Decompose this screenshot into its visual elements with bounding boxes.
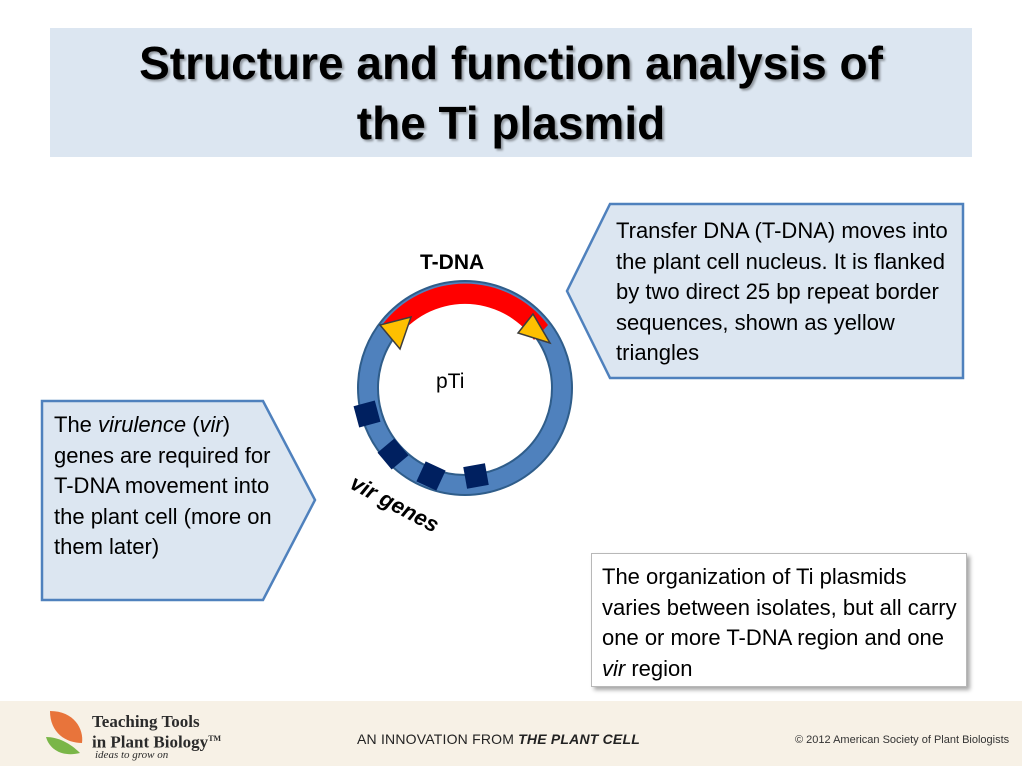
title-banner: Structure and function analysis of the T… [50, 28, 972, 157]
tdna-region [382, 283, 548, 340]
copyright-text: © 2012 American Society of Plant Biologi… [795, 734, 1010, 746]
right-border-triangle [516, 312, 552, 345]
vir-gene-block [377, 438, 409, 470]
left-callout-italic: vir [199, 412, 223, 437]
logo-trademark: TM [208, 734, 222, 743]
organization-note-box: The organization of Ti plasmids varies b… [591, 553, 967, 687]
left-border-triangle [378, 315, 413, 351]
vir-gene-block [416, 461, 446, 491]
left-callout-text-part: ( [186, 412, 200, 437]
innovation-prefix: AN INNOVATION FROM [357, 731, 519, 747]
right-callout-shape [565, 202, 965, 380]
logo-tagline: ideas to grow on [95, 749, 169, 761]
note-text-part: The organization of Ti plasmids varies b… [602, 564, 957, 650]
vir-gene-block [463, 463, 489, 489]
left-callout-text-part: The [54, 412, 99, 437]
logo-line-1: Teaching Tools [92, 712, 200, 731]
organization-note-text: The organization of Ti plasmids varies b… [602, 562, 962, 684]
logo-line-2: in Plant Biology [92, 732, 209, 752]
vir-gene-block [353, 400, 381, 428]
slide-title: Structure and function analysis of the T… [139, 36, 883, 149]
vir-gene-blocks [353, 400, 489, 491]
note-text-part: region [625, 655, 693, 681]
plasmid-label: pTi [436, 370, 465, 393]
tdna-label: T-DNA [420, 251, 485, 274]
left-callout-text: The virulence (vir) genes are required f… [54, 410, 276, 563]
left-callout-italic: virulence [98, 412, 187, 437]
left-callout-text-part: ) genes are required for T-DNA movement … [54, 412, 272, 559]
innovation-brand: THE PLANT CELL [518, 731, 640, 747]
leaf-logo-icon [46, 711, 83, 755]
plasmid-map [353, 280, 573, 496]
note-italic: vir [602, 655, 626, 681]
innovation-statement: AN INNOVATION FROM THE PLANT CELL [357, 731, 640, 747]
left-callout-shape [40, 399, 317, 602]
right-callout-text: Transfer DNA (T-DNA) moves into the plan… [616, 218, 948, 365]
